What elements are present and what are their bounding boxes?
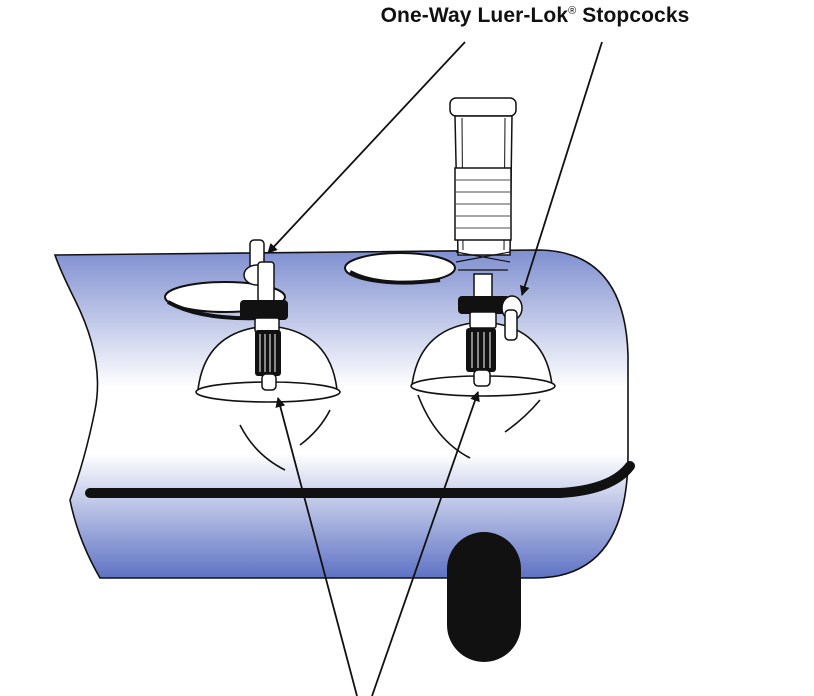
callout-text-suffix: Stopcocks: [576, 4, 690, 27]
pointer-arrow-left-dome: [275, 397, 358, 696]
callout-text: One-Way Luer-Lok: [380, 4, 569, 27]
tube-band: [85, 461, 635, 498]
stopcock-right: [449, 97, 523, 387]
callout-arrow-right-stopcock: [519, 41, 603, 296]
callout-arrow-left-stopcock: [267, 41, 466, 254]
stopcock-left: [240, 239, 288, 391]
pointer-arrow-right-dome: [371, 391, 480, 696]
registered-mark: ®: [568, 5, 577, 17]
tube-body: [53, 249, 629, 579]
stopcocks-callout-label: One-Way Luer-Lok® Stopcocks: [360, 4, 710, 28]
tube-clamp: [447, 532, 521, 662]
